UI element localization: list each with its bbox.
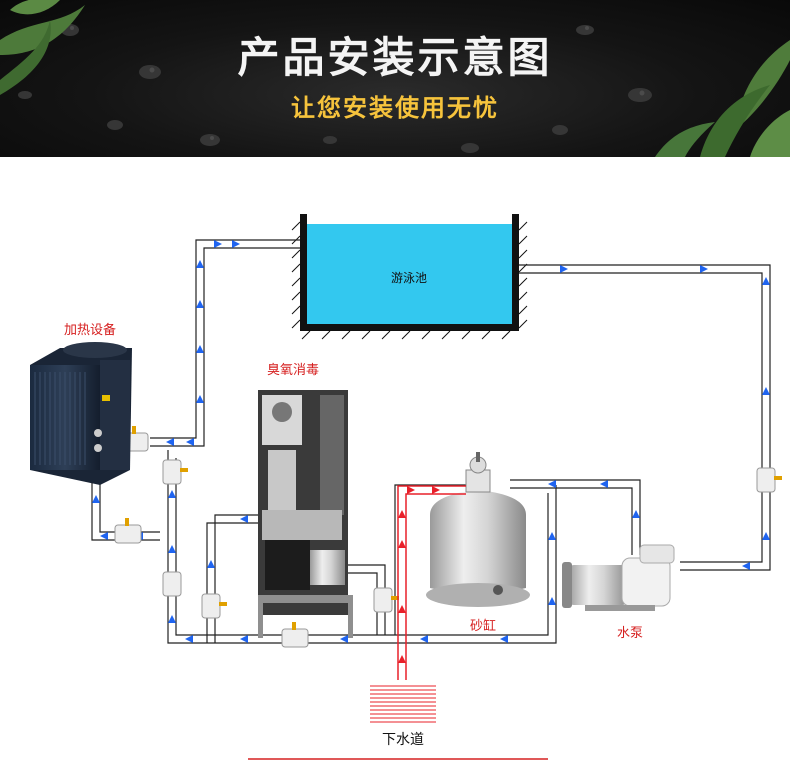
pool-label: 游泳池 [391,271,427,285]
water-pump: 水泵 [562,544,675,641]
valve-icon [201,593,227,619]
banner-decoration [0,0,790,157]
heat-pump-unit: 加热设备 [30,322,132,485]
ozone-label: 臭氧消毒 [267,363,319,378]
drain-line: 下水道 [370,485,466,748]
pool-water [306,224,514,324]
sand-filter-label: 砂缸 [470,618,496,634]
valve-icon [162,459,188,485]
page-title: 产品安装示意图 [237,33,553,82]
valve-icon [756,467,782,493]
drain-label: 下水道 [382,732,424,748]
page-subtitle: 让您安装使用无忧 [291,94,499,122]
valve-icon [114,518,142,544]
installation-diagram: 游泳池 [30,214,782,760]
ozone-generator: 臭氧消毒 [258,363,353,638]
header-banner: 产品安装示意图 让您安装使用无忧 [0,0,790,157]
sand-filter: 砂缸 [426,452,530,634]
valve-icon [373,587,399,613]
drain-grate [370,685,436,723]
valve-icon [162,571,182,597]
swimming-pool: 游泳池 [291,214,528,340]
valve-icon [281,622,309,648]
heater-label: 加热设备 [64,322,116,338]
pump-label: 水泵 [617,626,643,641]
